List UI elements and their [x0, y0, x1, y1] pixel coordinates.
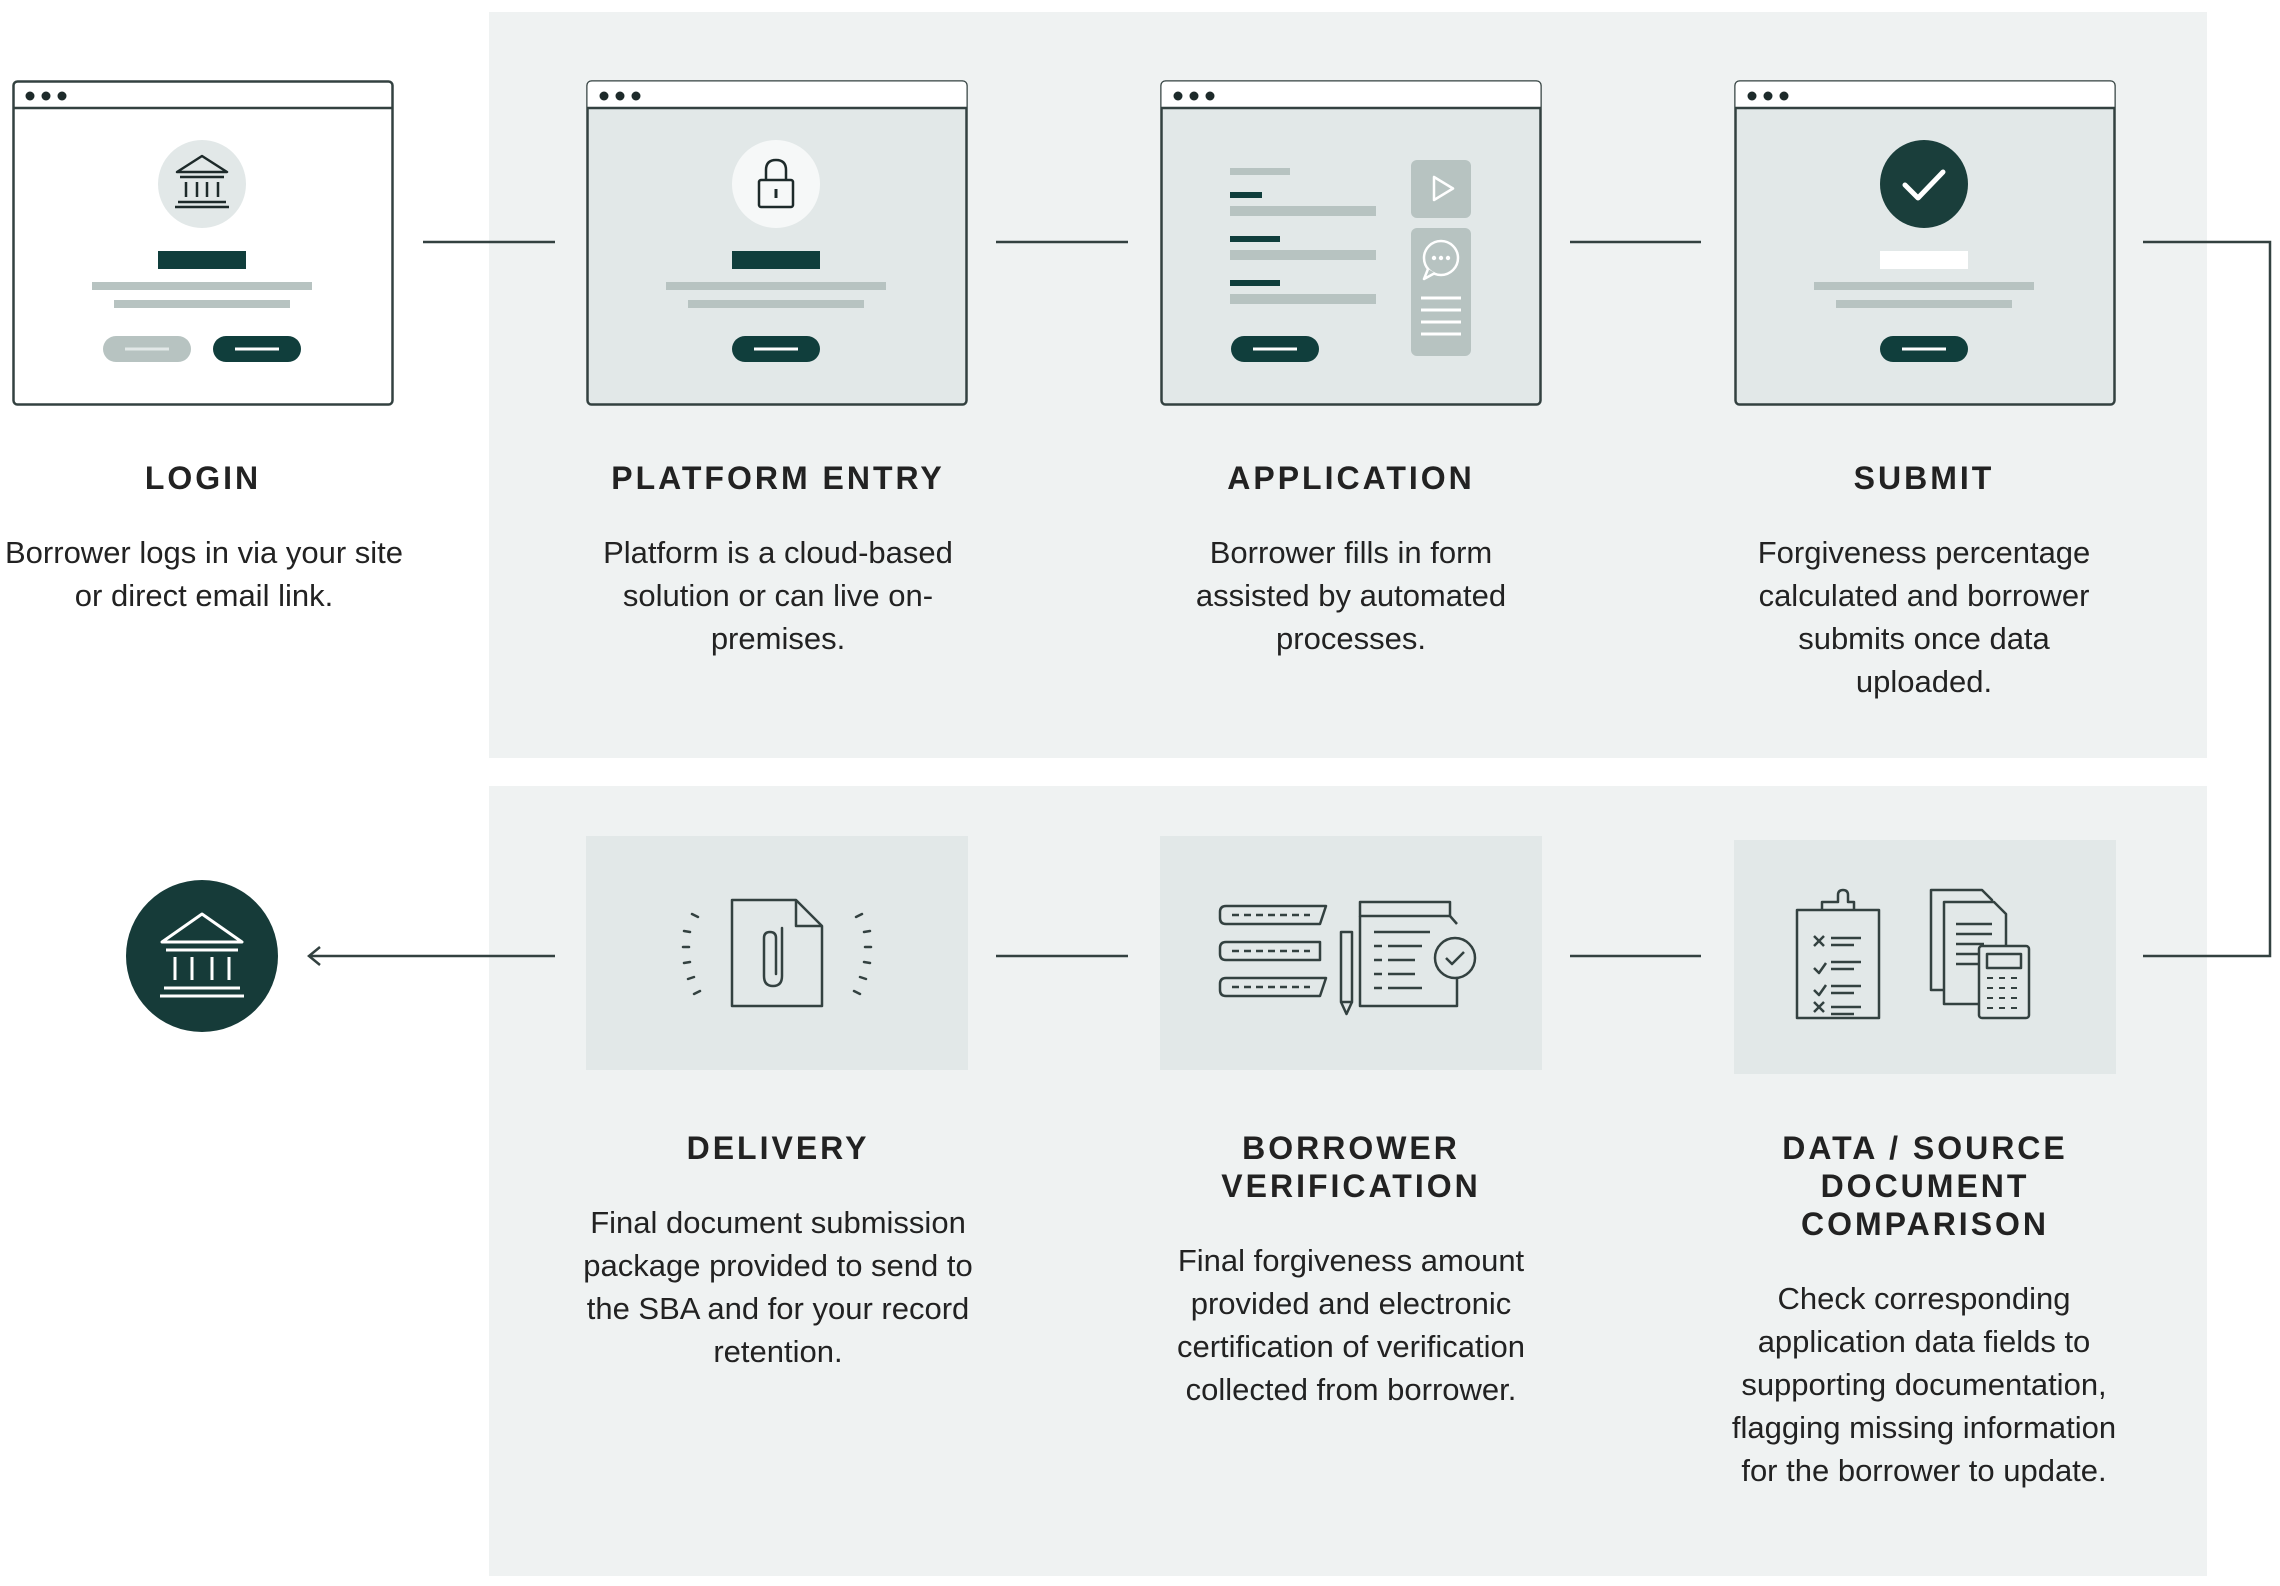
platform-entry-browser-card: [586, 80, 968, 406]
step-desc-application: Borrower fills in form assisted by autom…: [1195, 535, 1507, 656]
step-desc-delivery: Final document submission package provid…: [583, 1205, 973, 1369]
bank-icon: [158, 140, 246, 228]
borrower-verification-card: [1160, 836, 1542, 1070]
arrow-head-icon: [307, 946, 321, 966]
video-play-icon: [1411, 160, 1471, 218]
connector-submit-comparison: [2143, 240, 2272, 958]
step-desc-data-comparison: Check corresponding application data fie…: [1731, 1281, 2117, 1488]
checkmark-icon: [1880, 140, 1968, 228]
step-desc-login: Borrower logs in via your site or direct…: [5, 535, 403, 613]
destination-bank-icon: [126, 880, 278, 1032]
step-title-delivery: DELIVERY: [686, 1130, 870, 1166]
step-title-application: APPLICATION: [1227, 460, 1475, 496]
chat-icon: [1411, 228, 1471, 356]
step-title-platform-entry: PLATFORM ENTRY: [611, 460, 945, 496]
login-browser-card: [12, 80, 394, 406]
form-icon: [1230, 168, 1376, 304]
step-title-submit: SUBMIT: [1853, 460, 1995, 496]
step-desc-platform-entry: Platform is a cloud-based solution or ca…: [603, 535, 953, 656]
step-desc-submit: Forgiveness percentage calculated and bo…: [1757, 535, 2091, 699]
step-title-data-comparison: DATA / SOURCE DOCUMENT COMPARISON: [1782, 1130, 2068, 1242]
step-desc-borrower-verification: Final forgiveness amount provided and el…: [1176, 1243, 1526, 1407]
step-title-borrower-verification: BORROWER VERIFICATION: [1221, 1130, 1481, 1204]
checklist-calculator-icon: [1795, 888, 2031, 1020]
delivery-card: [586, 836, 968, 1070]
data-comparison-card: [1734, 840, 2116, 1074]
verification-document-icon: [1218, 900, 1477, 1016]
step-title-login: LOGIN: [144, 460, 262, 496]
submit-browser-card: [1734, 80, 2116, 406]
attachment-document-icon: [681, 898, 873, 1008]
application-browser-card: [1160, 80, 1542, 406]
lock-icon: [732, 140, 820, 228]
